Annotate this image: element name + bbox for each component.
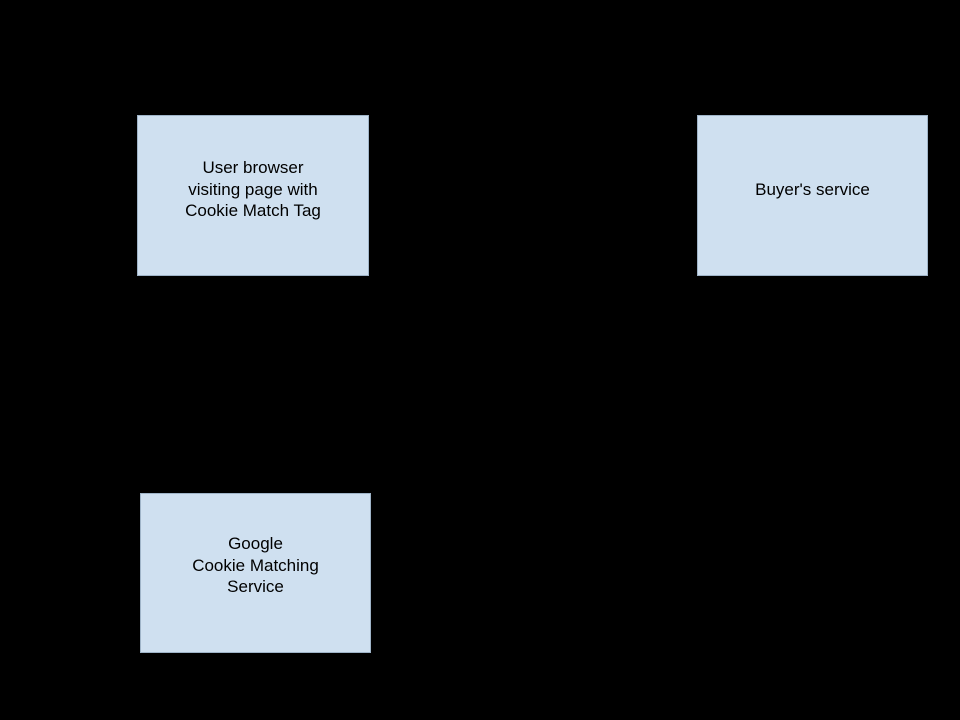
node-google-cookie-matching-service[interactable]: Google Cookie Matching Service: [140, 493, 371, 653]
node-user-browser[interactable]: User browser visiting page with Cookie M…: [137, 115, 369, 276]
node-buyers-service[interactable]: Buyer's service: [697, 115, 928, 276]
node-buyers-service-label: Buyer's service: [755, 180, 870, 199]
node-user-browser-label: User browser visiting page with Cookie M…: [185, 158, 321, 220]
node-google-cookie-matching-service-label: Google Cookie Matching Service: [192, 534, 319, 596]
